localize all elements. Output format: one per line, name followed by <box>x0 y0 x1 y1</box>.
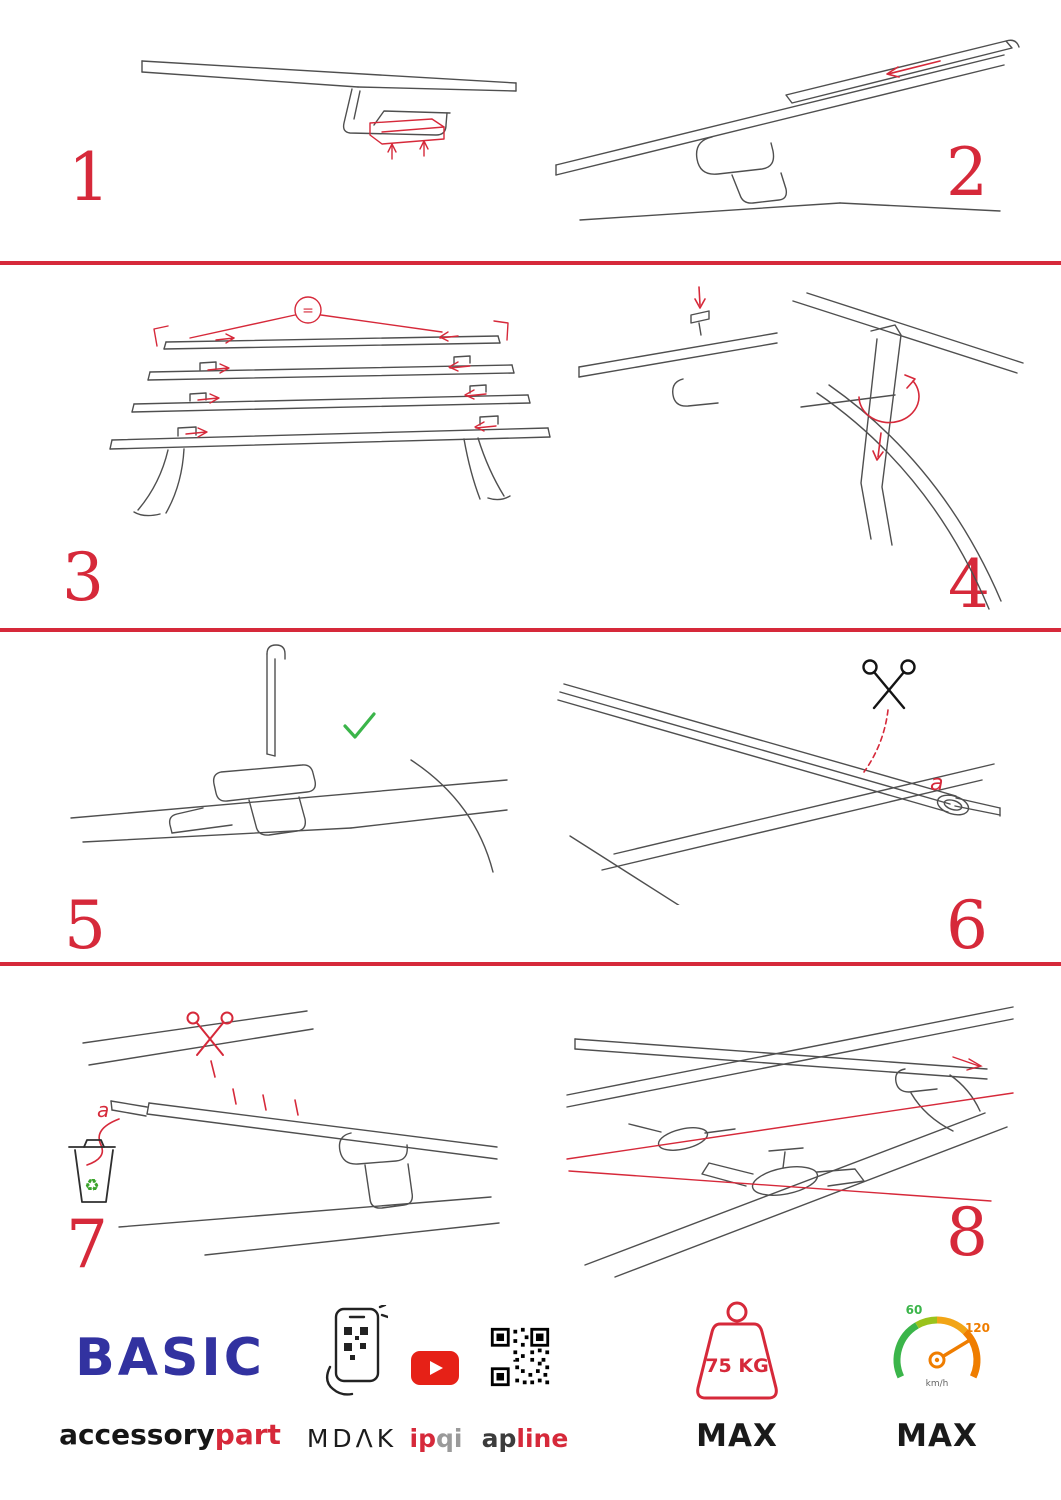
max-speed-icon: 60 120 km/h <box>893 1303 990 1389</box>
step-5-drawing <box>70 644 508 873</box>
strip-label-a: a <box>97 1098 109 1122</box>
step-7-number: 7 <box>66 1206 108 1283</box>
step-6-number: 6 <box>946 887 988 964</box>
step-7-drawing: a ♻ <box>68 1010 500 1256</box>
brand-apline-red: line <box>516 1424 569 1453</box>
step-3-number: 3 <box>62 539 104 616</box>
step-7-cut-marks <box>86 1060 299 1166</box>
speed-unit-label: km/h <box>926 1379 949 1389</box>
step-8-guide-lines <box>566 1056 1014 1202</box>
max-weight-value: 75 KG <box>705 1355 768 1377</box>
max-weight-label: MAX <box>696 1418 778 1454</box>
max-weight-icon: 75 KG <box>696 1301 778 1400</box>
brand-name-black: accessory <box>59 1418 215 1451</box>
scissors-icon <box>862 659 916 710</box>
divider-3 <box>0 962 1061 966</box>
check-icon <box>343 712 376 739</box>
step-4-drawing <box>578 286 1024 610</box>
max-speed-label: MAX <box>896 1418 978 1454</box>
step-5-number: 5 <box>64 887 106 964</box>
phone-qr-modules <box>344 1327 368 1360</box>
step-3-drawing: = <box>109 296 551 517</box>
brand-ipqi-gray: qi <box>436 1424 463 1453</box>
step-1-number: 1 <box>68 139 110 216</box>
brand-ipqi: ipqi <box>386 1424 486 1453</box>
recycle-icon: ♻ <box>84 1176 99 1196</box>
speed-high-label: 120 <box>965 1321 990 1335</box>
brand-apline: apline <box>470 1424 580 1453</box>
qr-code-icon <box>490 1327 550 1387</box>
brand-apline-dark: ap <box>481 1424 517 1453</box>
qr-modules <box>496 1327 550 1385</box>
step-8-drawing <box>566 1006 1014 1278</box>
step-1-drawing <box>141 60 517 160</box>
step-4-tighten-arrows <box>694 286 920 461</box>
brand-mdak: MDΛK <box>306 1424 398 1453</box>
step-2-slide-arrow <box>886 60 941 78</box>
step-1-red-clip <box>369 118 445 160</box>
speed-low-label: 60 <box>906 1303 923 1317</box>
trash-bin-icon <box>68 1139 116 1203</box>
divider-2 <box>0 628 1061 632</box>
step-8-number: 8 <box>946 1194 988 1271</box>
brand-ipqi-red: ip <box>409 1424 436 1453</box>
phone-qr-icon <box>325 1305 388 1396</box>
step-2-number: 2 <box>946 134 988 211</box>
equal-sign: = <box>302 303 314 319</box>
brand-name-red: part <box>214 1418 281 1451</box>
divider-1 <box>0 261 1061 265</box>
brand-name: accessorypart <box>45 1418 295 1451</box>
step-6-cut-line <box>863 709 889 773</box>
strip-label-a: a <box>930 771 943 796</box>
step-2-drawing <box>555 39 1020 221</box>
step-3-equal-spacing-marks <box>153 296 509 438</box>
step-6-drawing: a <box>557 659 1001 905</box>
youtube-icon <box>411 1351 459 1385</box>
scissors-icon-red <box>186 1011 234 1056</box>
product-name: BASIC <box>75 1328 265 1388</box>
